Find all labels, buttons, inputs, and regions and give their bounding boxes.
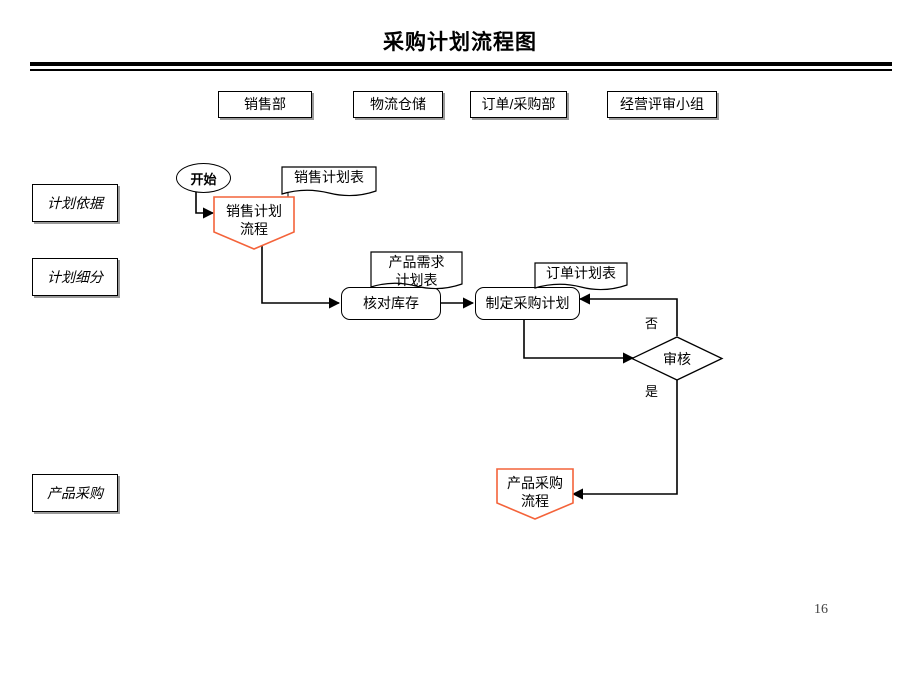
- stage-label-planning-breakdown: 计划细分: [32, 258, 118, 296]
- node-review-decision[interactable]: 审核: [630, 336, 724, 381]
- document-shape: [281, 166, 377, 197]
- connector-start-to-sales-plan: [195, 192, 215, 219]
- document-sales-plan-table: 销售计划表: [281, 166, 377, 198]
- node-sales-plan-process[interactable]: 销售计划 流程: [213, 196, 295, 250]
- node-product-purchase-process[interactable]: 产品采购 流程: [496, 468, 574, 520]
- connector-review-no-to-purchase-plan: [578, 293, 678, 336]
- label-line-1: 订单计划表: [546, 265, 616, 281]
- title-rule-thin: [30, 69, 892, 71]
- document-product-demand-plan-table-label: 产品需求 计划表: [370, 253, 463, 289]
- node-review-decision-label: 审核: [631, 336, 723, 381]
- label-line-2: 流程: [521, 493, 549, 509]
- node-start[interactable]: 开始: [176, 163, 231, 193]
- node-start-label: 开始: [190, 171, 217, 187]
- stage-label-text: 产品采购: [47, 484, 103, 501]
- branch-label-yes: 是: [645, 384, 659, 399]
- stage-label-planning-basis: 计划依据: [32, 184, 118, 222]
- node-make-purchase-plan[interactable]: 制定采购计划: [475, 287, 580, 320]
- node-product-purchase-process-label: 产品采购 流程: [496, 474, 574, 510]
- swimlane-header-review-group: 经营评审小组: [607, 91, 717, 118]
- swimlane-header-label: 经营评审小组: [620, 96, 704, 112]
- connector-sales-plan-to-check-inventory: [261, 245, 341, 309]
- branch-label-no: 否: [645, 316, 659, 331]
- swimlane-header-label: 订单/采购部: [481, 96, 556, 112]
- label-line-2: 流程: [240, 221, 268, 237]
- swimlane-header-label: 物流仓储: [370, 96, 426, 112]
- swimlane-header-logistics: 物流仓储: [353, 91, 443, 118]
- document-sales-plan-table-label: 销售计划表: [281, 168, 377, 186]
- document-product-demand-plan-table: 产品需求 计划表: [370, 251, 463, 293]
- pentagon-shape: [213, 196, 295, 250]
- swimlane-header-label: 销售部: [244, 96, 286, 112]
- node-check-inventory[interactable]: 核对库存: [341, 287, 441, 320]
- pentagon-shape: [496, 468, 574, 520]
- label-line-1: 销售计划表: [294, 169, 364, 185]
- label-line-1: 产品采购: [507, 475, 563, 491]
- document-order-plan-table: 订单计划表: [534, 262, 628, 292]
- node-make-purchase-plan-label: 制定采购计划: [485, 295, 570, 311]
- swimlane-header-sales: 销售部: [218, 91, 312, 118]
- review-label-text: 审核: [663, 350, 691, 367]
- page-title: 采购计划流程图: [383, 31, 537, 54]
- document-order-plan-table-label: 订单计划表: [534, 264, 628, 282]
- label-line-2: 计划表: [395, 272, 438, 288]
- stage-label-product-purchase: 产品采购: [32, 474, 118, 512]
- node-check-inventory-label: 核对库存: [363, 295, 419, 311]
- label-line-1: 产品需求: [388, 254, 445, 270]
- title-rule-thick: [30, 62, 892, 66]
- diamond-shape: [630, 336, 724, 381]
- document-shape: [534, 262, 628, 291]
- stage-label-text: 计划细分: [47, 268, 103, 285]
- swimlane-header-order-purchasing: 订单/采购部: [470, 91, 567, 118]
- node-sales-plan-process-label: 销售计划 流程: [213, 202, 295, 238]
- label-line-1: 销售计划: [226, 203, 282, 219]
- stage-label-text: 计划依据: [47, 194, 103, 211]
- connector-purchase-plan-to-review: [523, 319, 635, 364]
- connector-review-yes-to-product-purchase: [571, 380, 678, 500]
- page-number: 16: [814, 602, 828, 617]
- document-shape: [370, 251, 463, 290]
